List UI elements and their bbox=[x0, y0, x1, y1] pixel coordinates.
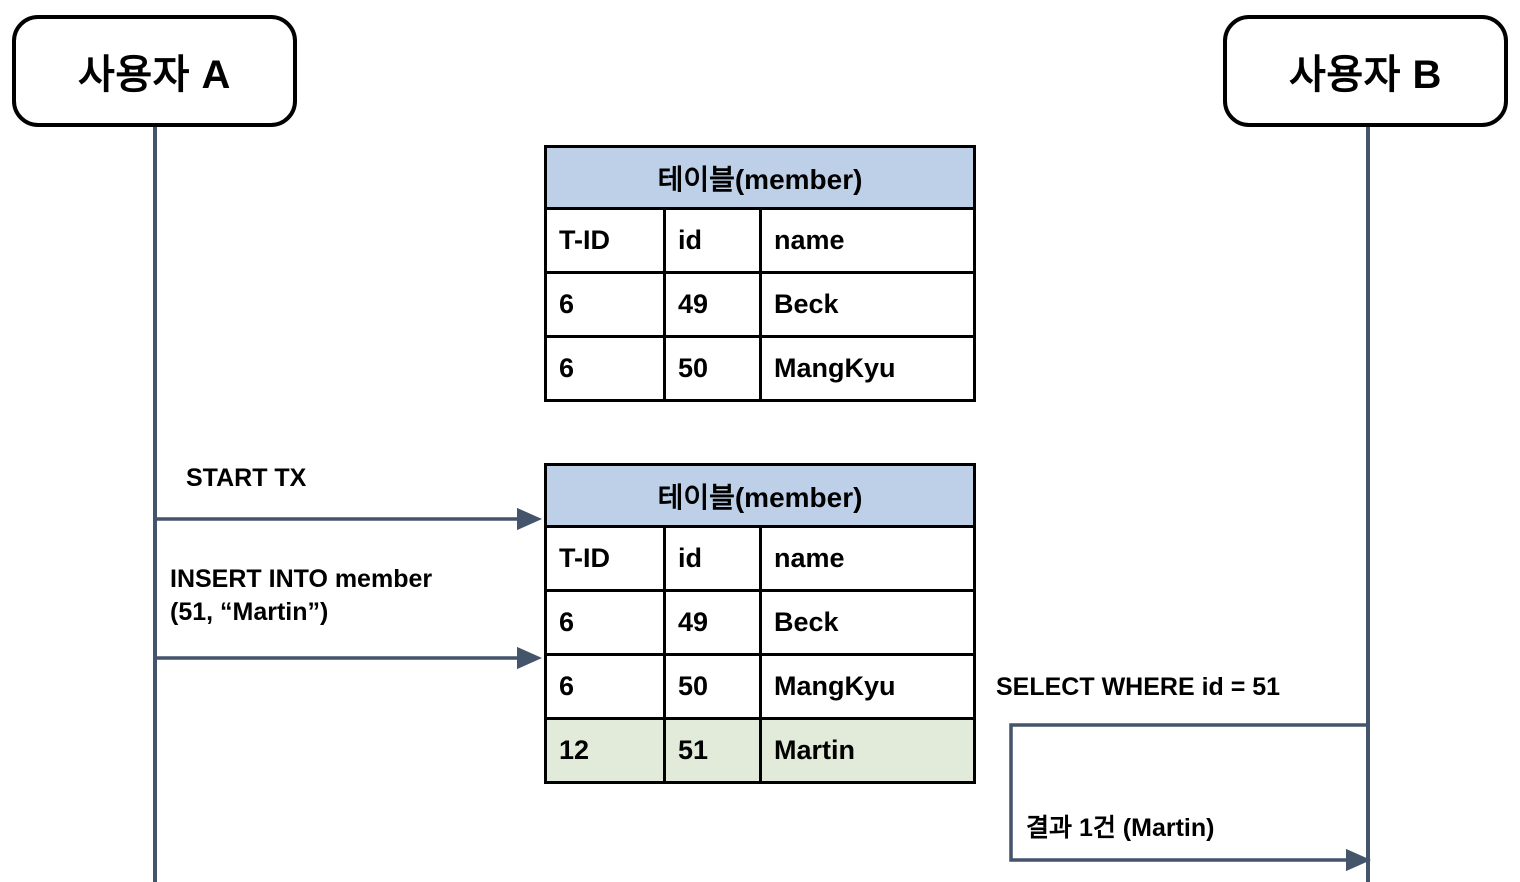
table-row-highlighted: 12 51 Martin bbox=[544, 717, 976, 784]
cell-id: 49 bbox=[663, 589, 762, 656]
column-header-name: name bbox=[759, 525, 976, 592]
column-header-name: name bbox=[759, 207, 976, 274]
table-row: 6 49 Beck bbox=[544, 271, 976, 338]
actor-label-user-b: 사용자 B bbox=[1289, 53, 1442, 97]
table-row: 6 50 MangKyu bbox=[544, 653, 976, 720]
member-table-after: 테이블(member) T-ID id name 6 49 Beck 6 50 … bbox=[544, 463, 976, 784]
actor-label-user-a: 사용자 A bbox=[78, 53, 231, 97]
cell-tid: 6 bbox=[544, 653, 666, 720]
cell-name: Beck bbox=[759, 589, 976, 656]
column-header-tid: T-ID bbox=[544, 207, 666, 274]
cell-name: Martin bbox=[759, 717, 976, 784]
message-label-select: SELECT WHERE id = 51 bbox=[996, 673, 1281, 701]
member-table-before: 테이블(member) T-ID id name 6 49 Beck 6 50 … bbox=[544, 145, 976, 402]
table-title-row: 테이블(member) bbox=[544, 145, 976, 210]
cell-name: Beck bbox=[759, 271, 976, 338]
cell-id: 50 bbox=[663, 653, 762, 720]
table-title-row: 테이블(member) bbox=[544, 463, 976, 528]
cell-id: 51 bbox=[663, 717, 762, 784]
column-header-id: id bbox=[663, 207, 762, 274]
column-header-id: id bbox=[663, 525, 762, 592]
table-row: 6 49 Beck bbox=[544, 589, 976, 656]
cell-tid: 6 bbox=[544, 271, 666, 338]
message-label-result: 결과 1건 (Martin) bbox=[1026, 814, 1215, 842]
cell-tid: 6 bbox=[544, 589, 666, 656]
actor-box-user-a: 사용자 A bbox=[12, 15, 297, 127]
lifeline-user-b bbox=[1366, 127, 1370, 882]
table-header-row: T-ID id name bbox=[544, 207, 976, 274]
message-label-insert: INSERT INTO member (51, “Martin”) bbox=[170, 565, 433, 626]
lifeline-user-a bbox=[153, 127, 157, 882]
cell-tid: 12 bbox=[544, 717, 666, 784]
table-header-row: T-ID id name bbox=[544, 525, 976, 592]
cell-id: 50 bbox=[663, 335, 762, 402]
table-title: 테이블(member) bbox=[544, 145, 976, 210]
table-title: 테이블(member) bbox=[544, 463, 976, 528]
cell-tid: 6 bbox=[544, 335, 666, 402]
cell-name: MangKyu bbox=[759, 335, 976, 402]
cell-name: MangKyu bbox=[759, 653, 976, 720]
message-label-start-tx: START TX bbox=[186, 464, 307, 492]
actor-box-user-b: 사용자 B bbox=[1223, 15, 1508, 127]
cell-id: 49 bbox=[663, 271, 762, 338]
table-row: 6 50 MangKyu bbox=[544, 335, 976, 402]
column-header-tid: T-ID bbox=[544, 525, 666, 592]
